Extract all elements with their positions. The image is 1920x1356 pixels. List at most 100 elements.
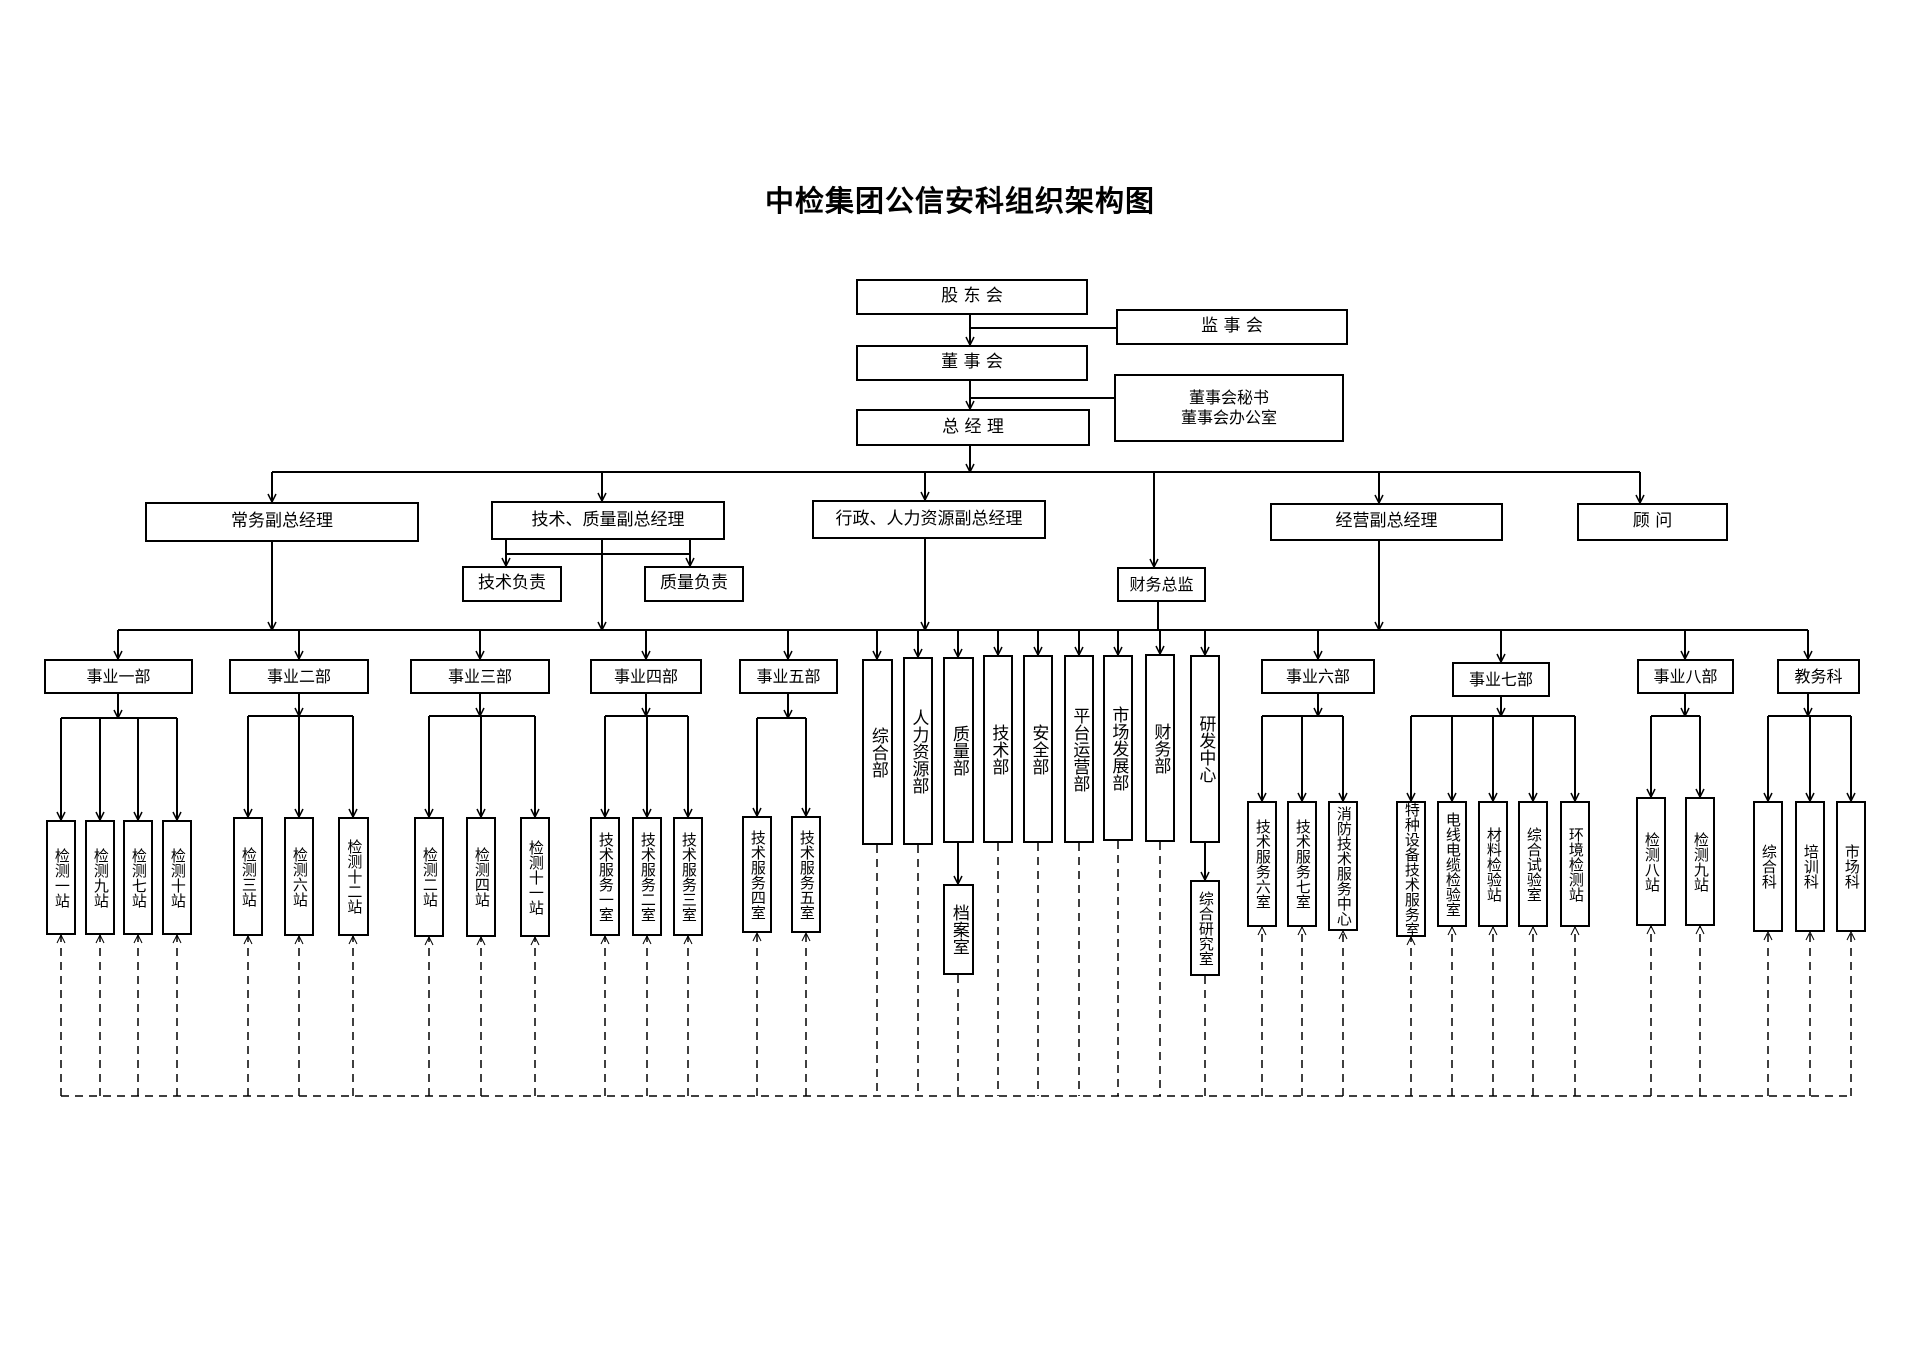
business-vp-label: 经营副总经理 (1335, 511, 1438, 532)
research-room-box: 综合研究室 (1190, 880, 1220, 976)
station-1-label: 检测一站 (52, 847, 71, 908)
division-4-box: 事业四部 (590, 659, 702, 694)
business-vp-box: 经营副总经理 (1270, 503, 1503, 541)
division-3-box: 事业三部 (410, 659, 550, 694)
division-6-box: 事业六部 (1261, 659, 1375, 694)
tech-lead-label: 技术负责 (478, 573, 546, 594)
division-8-label: 事业八部 (1653, 666, 1718, 686)
rnd-center-box: 研发中心 (1190, 655, 1220, 843)
gm-box: 总 经 理 (856, 409, 1090, 446)
station-3-label: 检测三站 (239, 846, 258, 907)
safety-dept-box: 安全部 (1023, 655, 1053, 843)
cable-lab-label: 电线电缆检验室 (1443, 811, 1462, 917)
research-room-label: 综合研究室 (1196, 890, 1215, 966)
archive-room-label: 档案室 (948, 904, 969, 955)
market-dev-dept-label: 市场发展部 (1108, 705, 1129, 791)
general-dept-label: 综合部 (867, 726, 888, 778)
hr-dept-label: 人力资源部 (908, 708, 929, 794)
material-station-box: 材料检验站 (1478, 801, 1508, 927)
rnd-center-label: 研发中心 (1195, 715, 1216, 783)
station-6-box: 检测六站 (284, 817, 314, 936)
tech-lead-box: 技术负责 (462, 566, 562, 602)
edu-general-box: 综合科 (1753, 801, 1783, 932)
fire-service-center-label: 消防技术服务中心 (1334, 806, 1353, 926)
station-4-box: 检测四站 (466, 817, 496, 937)
station-7-box: 检测七站 (123, 820, 153, 935)
tech-service-1-label: 技术服务一室 (596, 831, 615, 922)
gm-label: 总 经 理 (942, 416, 1004, 437)
station-3-box: 检测三站 (233, 817, 263, 936)
division-5-box: 事业五部 (739, 659, 838, 694)
education-section-box: 教务科 (1777, 659, 1860, 694)
tech-service-6-box: 技术服务六室 (1247, 801, 1277, 927)
special-equipment-box: 特种设备技术服务室 (1396, 801, 1426, 937)
tech-service-5-box: 技术服务五室 (791, 816, 821, 933)
env-station-label: 环境检测站 (1566, 826, 1585, 902)
division-2-label: 事业二部 (266, 666, 331, 686)
division-6-label: 事业六部 (1285, 666, 1350, 686)
station-2-box: 检测二站 (414, 817, 444, 937)
division-3-label: 事业三部 (447, 666, 512, 686)
station-8b-label: 检测八站 (1642, 831, 1661, 892)
board-box: 董 事 会 (856, 345, 1088, 381)
admin-hr-vp-box: 行政、人力资源副总经理 (812, 500, 1046, 539)
advisor-label: 顾 问 (1632, 511, 1673, 532)
board-label: 董 事 会 (941, 352, 1003, 373)
tech-service-1-box: 技术服务一室 (590, 817, 620, 936)
tech-service-5-label: 技术服务五室 (797, 829, 816, 920)
tech-service-3-box: 技术服务三室 (673, 817, 703, 936)
quality-lead-box: 质量负责 (644, 566, 744, 602)
station-11-box: 检测十一站 (520, 817, 550, 937)
station-12-label: 检测十二站 (345, 839, 364, 914)
page-title: 中检集团公信安科组织架构图 (764, 184, 1155, 218)
quality-dept-box: 质量部 (943, 657, 974, 843)
executive-vp-box: 常务副总经理 (145, 502, 419, 542)
executive-vp-label: 常务副总经理 (231, 511, 333, 532)
division-5-label: 事业五部 (756, 666, 821, 686)
division-1-label: 事业一部 (86, 666, 151, 686)
division-7-box: 事业七部 (1452, 662, 1550, 697)
tech-service-4-box: 技术服务四室 (742, 816, 772, 933)
education-section-label: 教务科 (1794, 666, 1843, 686)
market-dev-dept-box: 市场发展部 (1103, 655, 1133, 841)
platform-dept-box: 平台运营部 (1064, 655, 1094, 843)
tech-service-2-label: 技术服务二室 (638, 831, 657, 922)
edu-training-box: 培训科 (1795, 801, 1825, 932)
finance-dept-label: 财务部 (1150, 722, 1171, 774)
tech-service-4-label: 技术服务四室 (748, 829, 767, 920)
station-8b-box: 检测八站 (1636, 797, 1666, 926)
station-9b-box: 检测九站 (1685, 797, 1715, 926)
admin-hr-vp-label: 行政、人力资源副总经理 (835, 508, 1023, 529)
shareholders-label: 股 东 会 (941, 286, 1003, 307)
safety-dept-label: 安全部 (1028, 723, 1049, 775)
special-equipment-label: 特种设备技术服务室 (1402, 801, 1421, 937)
tech-dept-label: 技术部 (988, 723, 1009, 775)
station-9-box: 检测九站 (85, 820, 115, 935)
edu-training-label: 培训科 (1801, 844, 1820, 889)
division-2-box: 事业二部 (229, 659, 369, 694)
station-12-box: 检测十二站 (338, 817, 369, 936)
edu-market-label: 市场科 (1842, 844, 1861, 889)
tech-service-7-label: 技术服务七室 (1293, 819, 1312, 909)
station-4-label: 检测四站 (472, 847, 491, 907)
station-10-label: 检测十站 (168, 847, 187, 908)
station-9-label: 检测九站 (91, 847, 110, 908)
test-lab-label: 综合试验室 (1524, 826, 1543, 902)
finance-dept-box: 财务部 (1145, 654, 1175, 842)
tech-service-3-label: 技术服务三室 (679, 831, 698, 922)
station-6-label: 检测六站 (290, 846, 309, 907)
advisor-box: 顾 问 (1577, 503, 1728, 541)
edu-general-label: 综合科 (1759, 844, 1778, 889)
general-dept-box: 综合部 (862, 659, 893, 845)
tech-service-7-box: 技术服务七室 (1287, 801, 1317, 927)
finance-director-box: 财务总监 (1117, 567, 1206, 602)
station-2-label: 检测二站 (420, 847, 439, 907)
secretary-box: 董事会秘书 董事会办公室 (1114, 374, 1344, 442)
hr-dept-box: 人力资源部 (903, 657, 933, 845)
env-station-box: 环境检测站 (1560, 801, 1590, 927)
fire-service-center-box: 消防技术服务中心 (1328, 801, 1358, 931)
supervisors-box: 监 事 会 (1116, 309, 1348, 345)
quality-dept-label: 质量部 (948, 724, 969, 776)
division-4-label: 事业四部 (613, 666, 678, 686)
